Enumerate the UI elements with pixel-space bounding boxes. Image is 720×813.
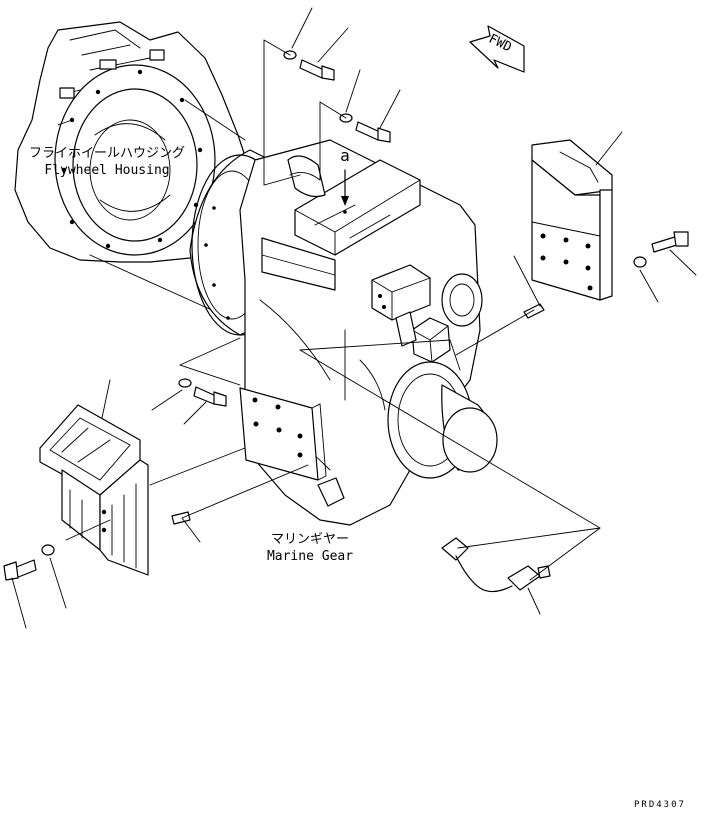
- flywheel-housing-label-en: Flywheel Housing: [44, 163, 170, 178]
- detail-a-arrow: [341, 169, 349, 214]
- gear-mount-pad: [239, 387, 327, 481]
- flywheel-housing-label-jp: フライホイールハウジング: [28, 146, 185, 161]
- bolt-right: [633, 231, 689, 268]
- bolt-middle-left: [178, 378, 227, 407]
- dowel-pin-right: [523, 303, 545, 319]
- bolt-top-2: [339, 113, 391, 143]
- left-mount-bracket: [39, 404, 149, 576]
- detail-a-label: a: [340, 146, 350, 165]
- bolt-top-1: [283, 50, 335, 81]
- marine-gear-label-en: Marine Gear: [266, 549, 354, 564]
- marine-gear-label-jp: マリンギヤー: [270, 532, 349, 547]
- bolt-bottom-left: [3, 544, 55, 581]
- speed-sensor-harness: [441, 537, 551, 593]
- fwd-arrow: [469, 25, 525, 73]
- drawing-code: PRD4307: [634, 800, 686, 810]
- dowel-pin-left: [171, 511, 191, 525]
- right-mount-bracket: [531, 139, 613, 301]
- leader-lines: [11, 7, 697, 629]
- flywheel-housing: [14, 21, 249, 263]
